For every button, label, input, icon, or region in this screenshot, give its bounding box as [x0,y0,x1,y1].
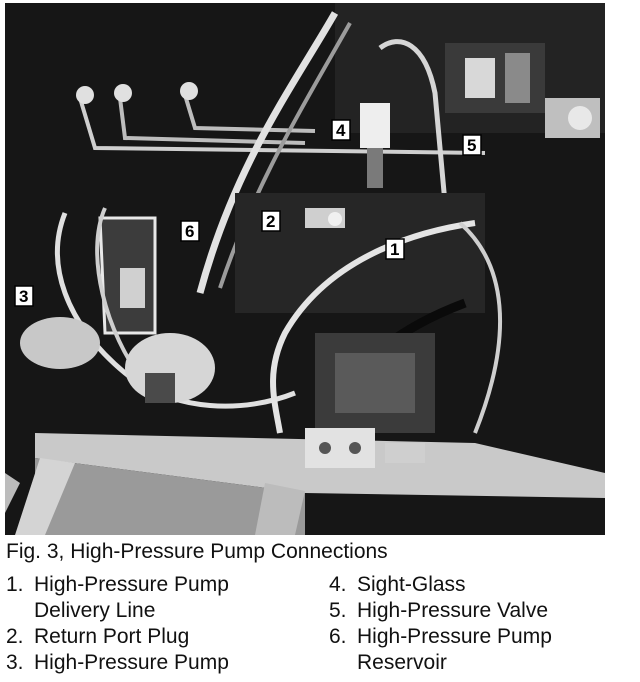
callout-2: 2 [261,210,281,232]
legend-item-number: 4. [329,573,347,596]
legend-item-1: 1. High-Pressure Pump Delivery Line [6,572,229,624]
legend-item-label-continued: Reservoir [357,651,447,674]
svg-text:5: 5 [467,136,476,155]
legend-item-number: 2. [6,625,24,648]
svg-text:6: 6 [185,222,194,241]
legend-item-number: 3. [6,651,24,674]
legend-item-label: High-Pressure Pump [34,573,229,596]
legend-item-3: 3. High-Pressure Pump [6,650,229,676]
legend-item-number: 5. [329,599,347,622]
legend-right-column: 4. Sight-Glass 5. High-Pressure Valve 6. Hi… [329,572,552,676]
legend-item-label: High-Pressure Pump [357,625,552,648]
callout-4: 4 [331,119,351,141]
svg-text:4: 4 [336,121,346,140]
callout-6: 6 [180,220,200,242]
legend-item-number: 6. [329,625,347,648]
legend-item-label-continued: Delivery Line [34,599,156,622]
legend-item-label: Return Port Plug [34,625,190,648]
legend-item-4: 4. Sight-Glass [329,572,552,598]
callout-5: 5 [462,134,482,156]
photo-illustration: 1 2 3 4 5 6 [5,3,605,535]
callout-1: 1 [385,238,405,260]
equipment-photo: 1 2 3 4 5 6 [5,3,605,535]
figure-caption: Fig. 3, High-Pressure Pump Connections [6,540,388,563]
legend-item-5: 5. High-Pressure Valve [329,598,552,624]
legend-item-label: High-Pressure Valve [357,599,549,622]
legend-item-label: Sight-Glass [357,573,466,596]
legend-left-column: 1. High-Pressure Pump Delivery Line 2. Ret… [6,572,229,676]
svg-text:1: 1 [390,240,399,259]
legend-item-label: High-Pressure Pump [34,651,229,674]
svg-text:3: 3 [19,287,28,306]
legend-item-6: 6. High-Pressure Pump Reservoir [329,624,552,676]
legend-item-number: 1. [6,573,24,596]
svg-text:2: 2 [266,212,275,231]
callout-3: 3 [14,285,34,307]
legend-item-2: 2. Return Port Plug [6,624,229,650]
